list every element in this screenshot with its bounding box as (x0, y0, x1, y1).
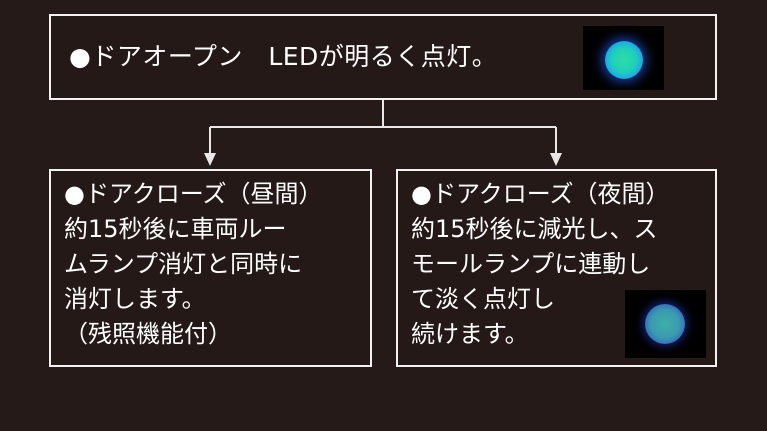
night-line-3: モールランプに連動し (411, 250, 651, 278)
door-close-night-box: ●ドアクローズ（夜間） 約15秒後に減光し、ス モールランプに連動し て淡く点灯… (396, 169, 717, 367)
night-line-1: ●ドアクローズ（夜間） (411, 180, 670, 208)
night-line-2: 約15秒後に減光し、ス (411, 215, 658, 243)
dim-led-image (625, 290, 706, 358)
bright-led-icon (605, 41, 643, 79)
door-close-daytime-text: ●ドアクローズ（昼間） 約15秒後に車両ルー ムランプ消灯と同時に 消灯します。… (64, 177, 323, 352)
bright-led-image (583, 26, 664, 90)
daytime-line-2: 約15秒後に車両ルー (64, 215, 287, 243)
daytime-line-4: 消灯します。 (64, 285, 206, 313)
night-line-5: 続けます。 (411, 320, 529, 348)
left-arrowhead (204, 153, 216, 166)
daytime-line-5: （残照機能付） (64, 320, 232, 348)
daytime-line-3: ムランプ消灯と同時に (64, 250, 303, 278)
daytime-line-1: ●ドアクローズ（昼間） (64, 180, 323, 208)
right-arrowhead (550, 153, 562, 166)
door-close-daytime-box: ●ドアクローズ（昼間） 約15秒後に車両ルー ムランプ消灯と同時に 消灯します。… (49, 169, 372, 367)
dim-led-icon (645, 304, 685, 344)
door-close-night-text: ●ドアクローズ（夜間） 約15秒後に減光し、ス モールランプに連動し て淡く点灯… (411, 177, 670, 352)
night-line-4: て淡く点灯し (411, 285, 555, 313)
door-open-text: ●ドアオープン LEDが明るく点灯。 (69, 42, 498, 71)
